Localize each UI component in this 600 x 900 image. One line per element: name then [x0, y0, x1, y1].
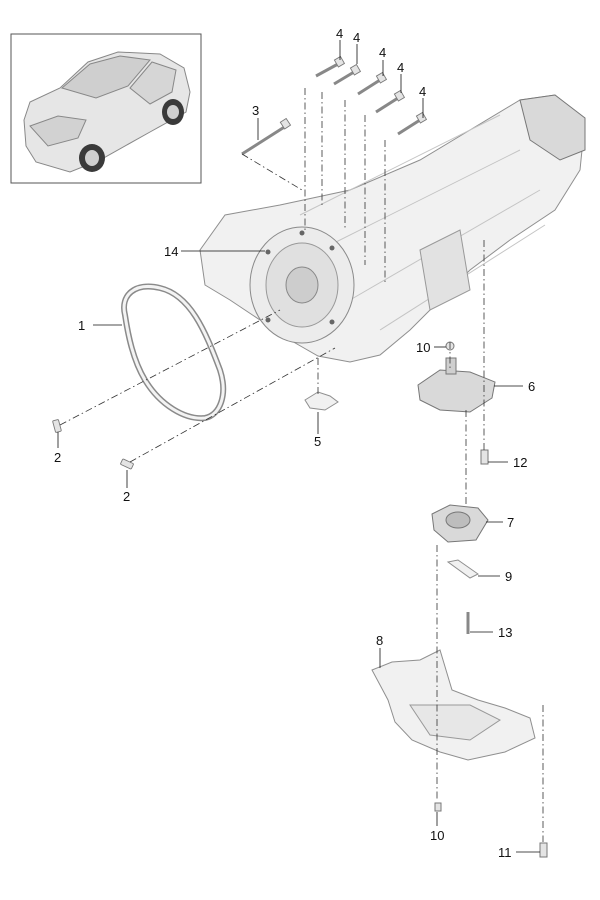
callout-4-a: 4: [336, 26, 343, 41]
callout-7: 7: [507, 515, 514, 530]
bolt-part-3: [241, 117, 292, 156]
callout-8: 8: [376, 633, 383, 648]
callout-1: 1: [78, 318, 85, 333]
callout-4-e: 4: [419, 84, 426, 99]
callout-10-upper: 10: [416, 340, 430, 355]
callout-14: 14: [164, 244, 178, 259]
crossmember-part-8: [371, 649, 536, 761]
bolt-part-12: [480, 449, 489, 465]
washer-part-10-lower: [434, 802, 442, 812]
vehicle-inset: [10, 33, 202, 184]
callout-2-upper: 2: [54, 450, 61, 465]
clip-part-9: [446, 559, 479, 579]
callout-5: 5: [314, 434, 321, 449]
bolts-part-4: [315, 55, 428, 136]
bracket-part-5: [304, 391, 339, 411]
assembly-lines: [59, 88, 544, 842]
mount-part-6: [417, 357, 496, 413]
callout-2-lower: 2: [123, 489, 130, 504]
callout-labels: 1 2 2 3 4 4 4 4 4 5 6 7 8 9 10 10 11 12 …: [54, 26, 535, 860]
callout-4-d: 4: [397, 60, 404, 75]
callout-4-b: 4: [353, 30, 360, 45]
callout-4-c: 4: [379, 45, 386, 60]
suv-illustration-icon: [23, 51, 191, 173]
callout-10-lower: 10: [430, 828, 444, 843]
gasket-part-1: [121, 283, 227, 422]
bolt-part-2-lower: [120, 458, 134, 470]
leader-lines: [57, 40, 540, 853]
callout-9: 9: [505, 569, 512, 584]
bolt-part-11: [539, 842, 548, 858]
callout-3: 3: [252, 103, 259, 118]
callout-6: 6: [528, 379, 535, 394]
bolt-part-2-upper: [52, 419, 62, 433]
callout-11: 11: [498, 845, 512, 860]
bell-housing-part-14: [249, 226, 355, 344]
callout-13: 13: [498, 625, 512, 640]
mount-part-7: [431, 504, 489, 543]
callout-12: 12: [513, 455, 527, 470]
